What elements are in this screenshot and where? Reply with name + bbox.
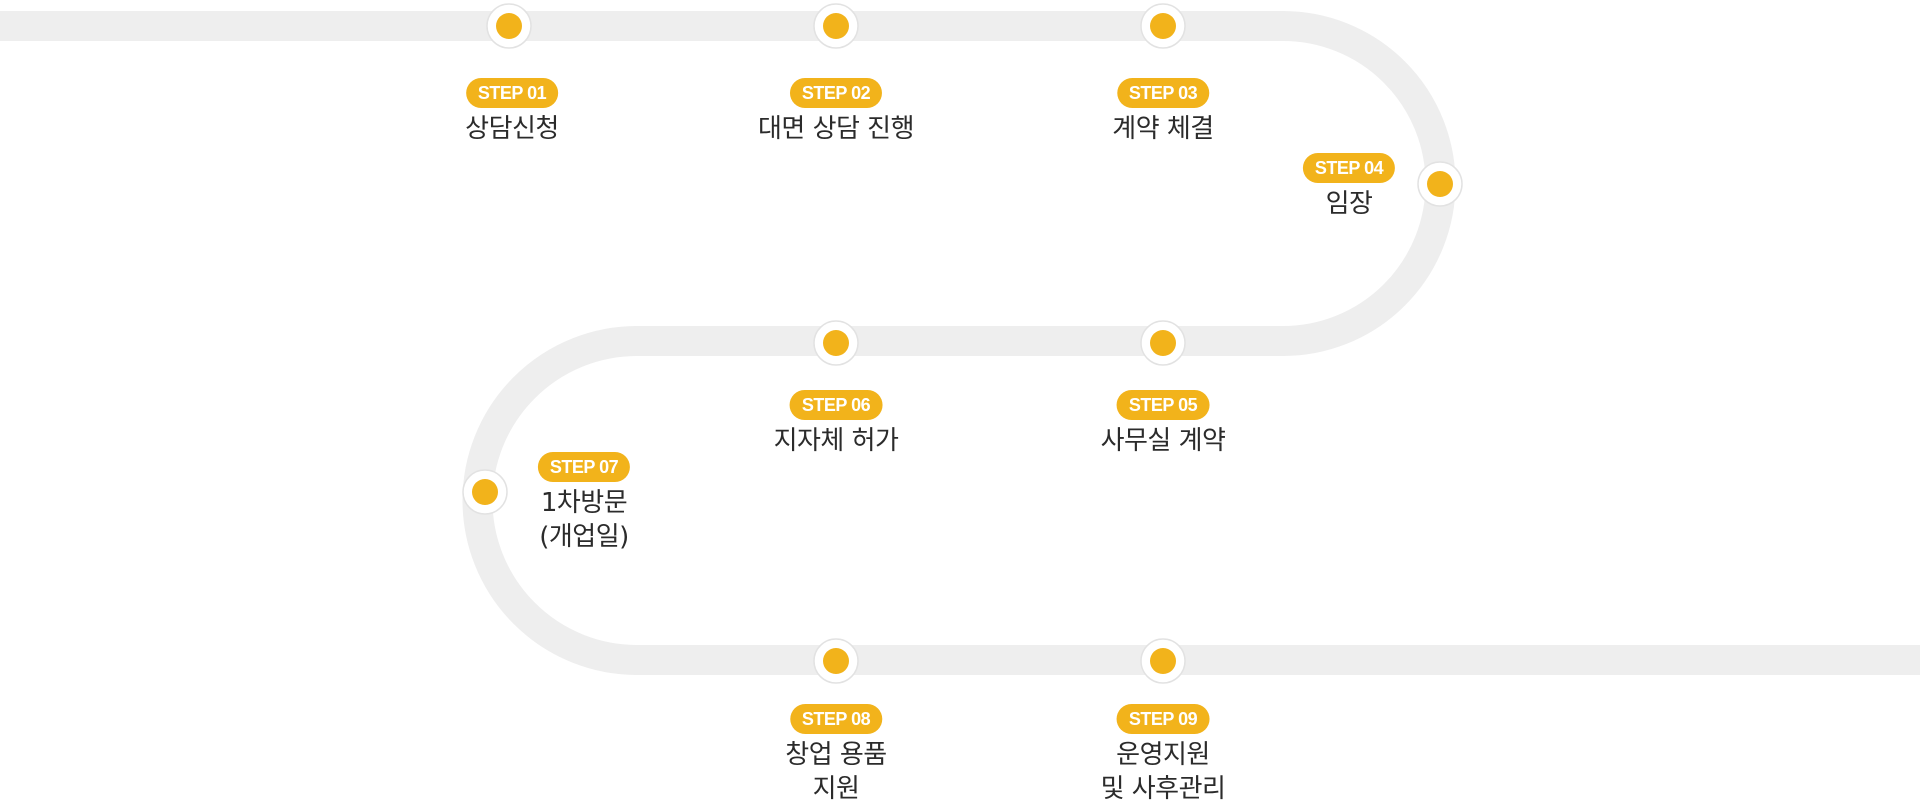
step-label: 상담신청 xyxy=(465,114,559,144)
step-node-08 xyxy=(813,638,859,684)
step-badge: STEP 04 xyxy=(1302,153,1396,183)
step-badge: STEP 08 xyxy=(789,704,883,734)
step-node-06 xyxy=(813,320,859,366)
step-badge: STEP 09 xyxy=(1116,704,1210,734)
step-badge: STEP 03 xyxy=(1116,78,1210,108)
step-badge: STEP 01 xyxy=(465,78,559,108)
node-dot xyxy=(1150,330,1176,356)
step-03: STEP 03 계약 체결 xyxy=(1112,78,1214,146)
node-dot xyxy=(823,648,849,674)
step-label: 임장 xyxy=(1325,189,1373,219)
step-nodes xyxy=(462,3,1463,684)
step-05: STEP 05 사무실 계약 xyxy=(1101,390,1226,458)
step-07: STEP 07 1차방문 (개업일) xyxy=(537,452,631,554)
step-node-09 xyxy=(1140,638,1186,684)
step-label: 1차방문 (개업일) xyxy=(539,488,629,552)
step-badge: STEP 02 xyxy=(789,78,883,108)
step-01: STEP 01 상담신청 xyxy=(465,78,559,146)
step-04: STEP 04 임장 xyxy=(1302,153,1396,221)
node-dot xyxy=(496,13,522,39)
step-label: 지자체 허가 xyxy=(773,426,899,456)
track-path xyxy=(0,10,1920,675)
node-dot xyxy=(1150,13,1176,39)
node-dot xyxy=(1427,171,1453,197)
step-node-07 xyxy=(462,469,508,515)
step-badge: STEP 07 xyxy=(537,452,631,482)
step-node-03 xyxy=(1140,3,1186,49)
step-node-04 xyxy=(1417,161,1463,207)
step-08: STEP 08 창업 용품 지원 xyxy=(785,704,887,806)
step-node-01 xyxy=(486,3,532,49)
step-label: 운영지원 및 사후관리 xyxy=(1100,740,1226,804)
step-badge: STEP 05 xyxy=(1116,390,1210,420)
node-dot xyxy=(823,13,849,39)
step-09: STEP 09 운영지원 및 사후관리 xyxy=(1101,704,1226,806)
node-dot xyxy=(472,479,498,505)
step-02: STEP 02 대면 상담 진행 xyxy=(757,78,915,146)
step-label: 창업 용품 지원 xyxy=(785,740,887,804)
step-node-05 xyxy=(1140,320,1186,366)
node-dot xyxy=(1150,648,1176,674)
step-label: 대면 상담 진행 xyxy=(757,114,915,144)
step-label: 계약 체결 xyxy=(1112,114,1214,144)
step-label: 사무실 계약 xyxy=(1100,426,1226,456)
step-node-02 xyxy=(813,3,859,49)
step-badge: STEP 06 xyxy=(789,390,883,420)
step-06: STEP 06 지자체 허가 xyxy=(774,390,899,458)
node-dot xyxy=(823,330,849,356)
